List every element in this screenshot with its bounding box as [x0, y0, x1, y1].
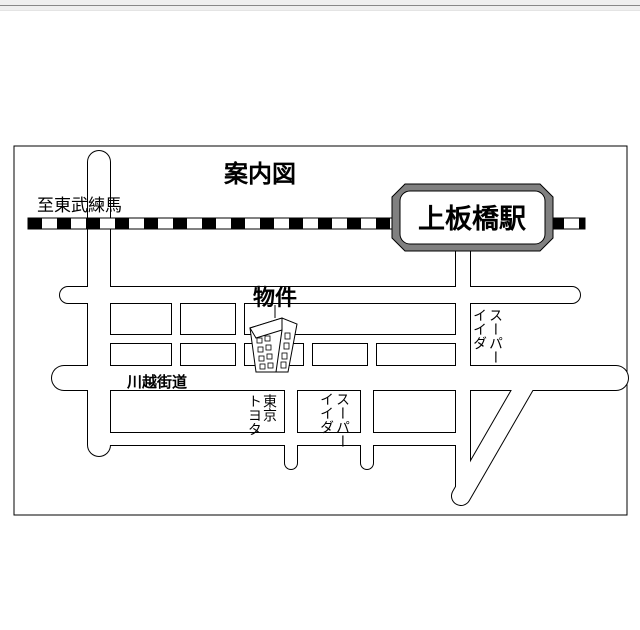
landmark-text: 東京	[261, 394, 277, 422]
landmark-toyota: 東京 トヨタ	[246, 394, 277, 436]
building-icon	[249, 305, 298, 373]
landmark-text: スーパー	[334, 392, 350, 448]
railway-direction-label: 至東武練馬	[37, 196, 122, 216]
landmark-text: イイダ	[318, 392, 334, 434]
landmark-text: トヨタ	[246, 394, 262, 436]
divider	[0, 5, 640, 6]
top-bar	[0, 0, 640, 11]
station-label: 上板橋駅	[418, 204, 526, 235]
property-label: 物件	[253, 285, 297, 311]
landmark-text: スーパー	[487, 308, 503, 364]
station-marker: 上板橋駅	[391, 183, 554, 252]
map-title: 案内図	[223, 160, 296, 188]
landmark-supermarket-east: スーパー イイダ	[471, 308, 503, 364]
road-name-label: 川越街道	[126, 373, 187, 391]
landmark-supermarket-south: スーパー イイダ	[318, 392, 350, 448]
landmark-text: イイダ	[471, 308, 487, 350]
